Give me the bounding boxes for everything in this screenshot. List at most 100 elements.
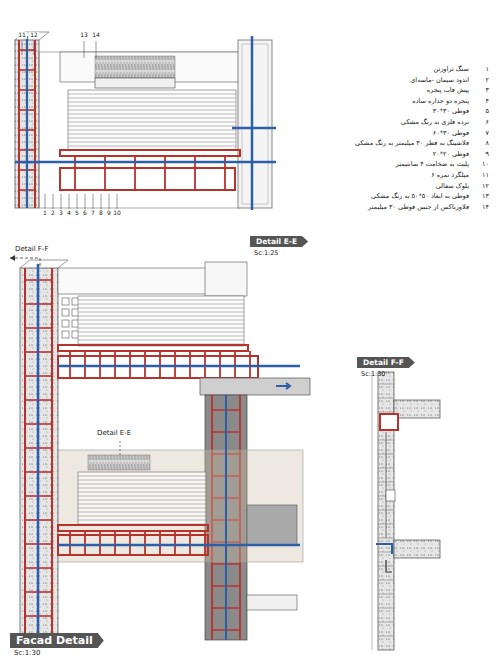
callout-number: 12 bbox=[29, 32, 39, 39]
section-ff-part bbox=[386, 432, 387, 538]
facade-elevation-part bbox=[225, 395, 227, 640]
material-note: اندود سیمان -ماسه‌ای bbox=[409, 77, 470, 84]
upper-detail-part bbox=[60, 168, 235, 190]
facade-elevation-part-part bbox=[78, 520, 206, 521]
upper-detail-part-part bbox=[61, 194, 62, 209]
upper-detail-part bbox=[95, 78, 175, 88]
upper-detail-part-part bbox=[68, 94, 236, 95]
facade-elevation-part bbox=[70, 351, 250, 378]
upper-detail-part-part bbox=[68, 134, 236, 135]
callout-number: ۵ bbox=[485, 108, 491, 115]
callout-number: 6 bbox=[82, 210, 88, 217]
facade-elevation-part-part bbox=[174, 531, 176, 555]
facade-elevation-part bbox=[20, 260, 68, 268]
callout-number: 11 bbox=[17, 32, 27, 39]
callout-number: ۱۲ bbox=[481, 183, 490, 190]
upper-detail-part-part bbox=[45, 194, 46, 209]
facade-elevation-part-part bbox=[78, 496, 206, 497]
facade-elevation-part-part bbox=[78, 480, 206, 481]
facade-elevation-part-part bbox=[234, 351, 236, 378]
facade-elevation-part-part bbox=[78, 312, 244, 313]
section-ff-part-part bbox=[378, 594, 394, 595]
title-tag: Detail F-FSc:1:30 bbox=[357, 350, 415, 378]
facade-elevation-part-part bbox=[189, 531, 191, 555]
callout-number: ۳ bbox=[485, 87, 491, 94]
title-tag: Facad DetailSc:1:30 bbox=[10, 629, 104, 657]
facade-elevation-part bbox=[51, 268, 53, 640]
material-note: قوطی به ابعاد ۵۰*۵۰ به رنگ مشکی bbox=[370, 193, 470, 200]
facade-elevation-part-part bbox=[78, 300, 244, 301]
upper-detail-part-part bbox=[68, 142, 236, 143]
callout-number: ۹ bbox=[485, 151, 491, 158]
facade-elevation-part-part bbox=[99, 351, 101, 378]
facade-elevation-part-part bbox=[78, 324, 244, 325]
section-ff-part bbox=[386, 560, 392, 572]
facade-elevation-part-part bbox=[69, 531, 71, 555]
section-mark: Detail F-F bbox=[14, 245, 49, 253]
facade-elevation-part bbox=[24, 268, 26, 640]
scale-label: Sc:1:30 bbox=[10, 649, 104, 657]
facade-elevation-part bbox=[78, 476, 206, 524]
callout-number: ۱ bbox=[485, 66, 491, 73]
facade-elevation-part-part bbox=[204, 531, 206, 555]
callout-number: 1 bbox=[42, 210, 48, 217]
facade-elevation-part bbox=[78, 300, 244, 344]
material-note: نرده فلزی به رنگ مشکی bbox=[400, 119, 470, 126]
callout-number: 10 bbox=[112, 210, 122, 217]
facade-elevation-part-part bbox=[78, 508, 206, 509]
callout-number: 8 bbox=[98, 210, 104, 217]
facade-elevation-part-part bbox=[78, 336, 244, 337]
callout-number: ۱۰ bbox=[481, 161, 490, 168]
facade-elevation-part bbox=[88, 455, 150, 470]
section-ff-part-part bbox=[378, 608, 394, 609]
facade-elevation-part-part bbox=[189, 351, 191, 378]
material-note: فلاشینگ به قطر ۳۰ میلیمتر به رنگ مشکی bbox=[354, 140, 470, 147]
upper-detail-part bbox=[242, 44, 268, 204]
section-ff-part-part bbox=[378, 384, 394, 385]
callout-number: 7 bbox=[90, 210, 96, 217]
facade-elevation-part bbox=[58, 450, 303, 562]
callout-number: ۱۴ bbox=[481, 204, 490, 211]
facade-elevation-part-part bbox=[129, 531, 131, 555]
material-note: قوطی ۲۰*۲۰ bbox=[432, 151, 470, 158]
facade-elevation-part-part bbox=[114, 351, 116, 378]
callout-number: ۱۳ bbox=[481, 193, 490, 200]
section-ff-part-part bbox=[378, 580, 394, 581]
upper-detail-part-part bbox=[84, 41, 85, 58]
title-tag-label: Detail F-F bbox=[357, 357, 415, 368]
facade-elevation-part-part bbox=[78, 320, 244, 321]
facade-elevation-part bbox=[205, 262, 247, 296]
facade-elevation-part-part bbox=[84, 531, 86, 555]
facade-elevation-part-part bbox=[249, 351, 251, 378]
title-tag: Detail E-ESc:1:25 bbox=[250, 229, 308, 257]
upper-detail-part-part bbox=[34, 41, 35, 55]
upper-detail-part bbox=[15, 32, 49, 40]
facade-elevation-part-part bbox=[78, 308, 244, 309]
facade-elevation-part-part bbox=[78, 332, 244, 333]
facade-elevation bbox=[10, 255, 310, 640]
facade-elevation-part bbox=[58, 345, 248, 351]
callout-number: 5 bbox=[74, 210, 80, 217]
facade-elevation-part-part bbox=[159, 531, 161, 555]
upper-detail-part bbox=[26, 36, 28, 208]
facade-elevation-part-part bbox=[78, 516, 206, 517]
facade-elevation-part bbox=[70, 531, 205, 555]
upper-detail-part bbox=[95, 56, 175, 78]
facade-elevation-part-part bbox=[69, 351, 71, 378]
material-note: پلیت به ضخامت ۴ سانتیمتر bbox=[395, 161, 470, 168]
facade-elevation-part-part bbox=[78, 500, 206, 501]
facade-elevation-part-part bbox=[78, 316, 244, 317]
upper-detail-part-part bbox=[68, 146, 236, 147]
section-ff-part bbox=[376, 544, 392, 554]
material-note: قوطی ۳۰*۶۰ bbox=[432, 130, 470, 137]
facade-elevation-part-part bbox=[78, 484, 206, 485]
facade-elevation-part bbox=[58, 544, 300, 547]
upper-detail-part-part bbox=[68, 106, 236, 107]
facade-elevation-part-part bbox=[78, 340, 244, 341]
facade-elevation-part-part bbox=[62, 331, 69, 338]
section-ff bbox=[372, 372, 440, 650]
facade-elevation-part-part bbox=[114, 531, 116, 555]
callout-number: 9 bbox=[106, 210, 112, 217]
material-note: بلوک سفالی bbox=[435, 183, 470, 190]
upper-detail-part bbox=[68, 94, 236, 146]
